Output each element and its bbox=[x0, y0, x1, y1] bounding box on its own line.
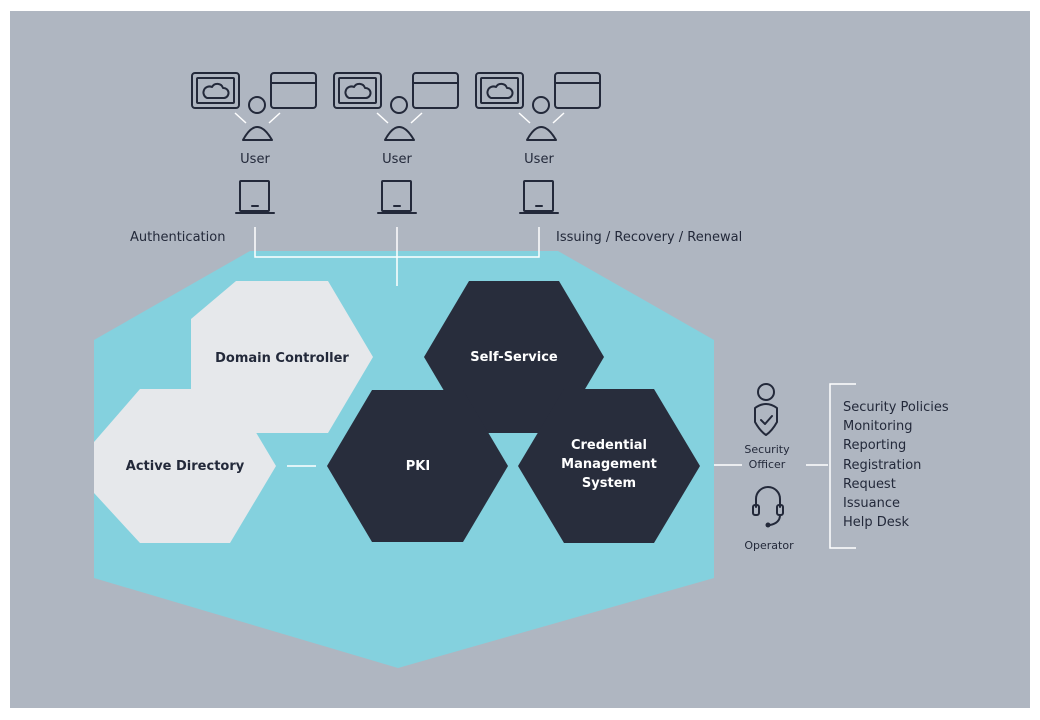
function-item: Reporting bbox=[843, 438, 906, 453]
domain-controller-hex: Domain Controller bbox=[191, 281, 373, 433]
self-service-label: Self-Service bbox=[470, 350, 558, 365]
operator-label: Operator bbox=[744, 539, 794, 552]
active-directory-hex: Active Directory bbox=[94, 389, 276, 543]
smart-card-icon bbox=[270, 72, 317, 109]
headset-icon bbox=[752, 486, 784, 528]
user-icon bbox=[234, 96, 281, 141]
domain-controller-label: Domain Controller bbox=[215, 351, 349, 366]
cloud-card-icon bbox=[333, 72, 382, 109]
user-icon bbox=[376, 96, 423, 141]
cloud-card-icon bbox=[191, 72, 240, 109]
user-icon bbox=[518, 96, 565, 141]
diagram-canvas: User User bbox=[10, 11, 1030, 708]
function-item: Registration bbox=[843, 458, 921, 473]
cms-label-line-1: Credential bbox=[571, 438, 647, 453]
user-group-2: User bbox=[333, 72, 459, 214]
diagram-svg: User User bbox=[94, 72, 949, 668]
functions-list: Security Policies Monitoring Reporting R… bbox=[843, 400, 949, 530]
security-officer-label-line-2: Officer bbox=[749, 458, 786, 471]
function-item: Monitoring bbox=[843, 419, 913, 434]
self-service-hex: Self-Service bbox=[424, 281, 604, 433]
cms-label-line-2: Management bbox=[561, 457, 657, 472]
security-officer-icon bbox=[754, 383, 778, 436]
smart-card-icon bbox=[412, 72, 459, 109]
laptop-icon bbox=[519, 180, 559, 214]
pki-hex: PKI bbox=[327, 390, 508, 542]
function-item: Request bbox=[843, 477, 896, 492]
user-connector bbox=[254, 227, 540, 286]
authentication-label: Authentication bbox=[130, 230, 225, 245]
credential-management-system-hex: Credential Management System bbox=[518, 389, 700, 543]
functions-bracket bbox=[829, 383, 856, 549]
user-label: User bbox=[240, 152, 270, 167]
smart-card-icon bbox=[554, 72, 601, 109]
user-label: User bbox=[382, 152, 412, 167]
user-group-3: User bbox=[475, 72, 601, 214]
pki-label: PKI bbox=[406, 459, 430, 474]
function-item: Help Desk bbox=[843, 515, 910, 530]
function-item: Security Policies bbox=[843, 400, 949, 415]
function-item: Issuance bbox=[843, 496, 900, 511]
laptop-icon bbox=[377, 180, 417, 214]
laptop-icon bbox=[235, 180, 275, 214]
security-officer-label-line-1: Security bbox=[744, 443, 790, 456]
cms-label-line-3: System bbox=[582, 476, 636, 491]
user-label: User bbox=[524, 152, 554, 167]
active-directory-label: Active Directory bbox=[126, 459, 245, 474]
user-group-1: User bbox=[191, 72, 317, 214]
cloud-card-icon bbox=[475, 72, 524, 109]
issuing-label: Issuing / Recovery / Renewal bbox=[556, 230, 742, 245]
